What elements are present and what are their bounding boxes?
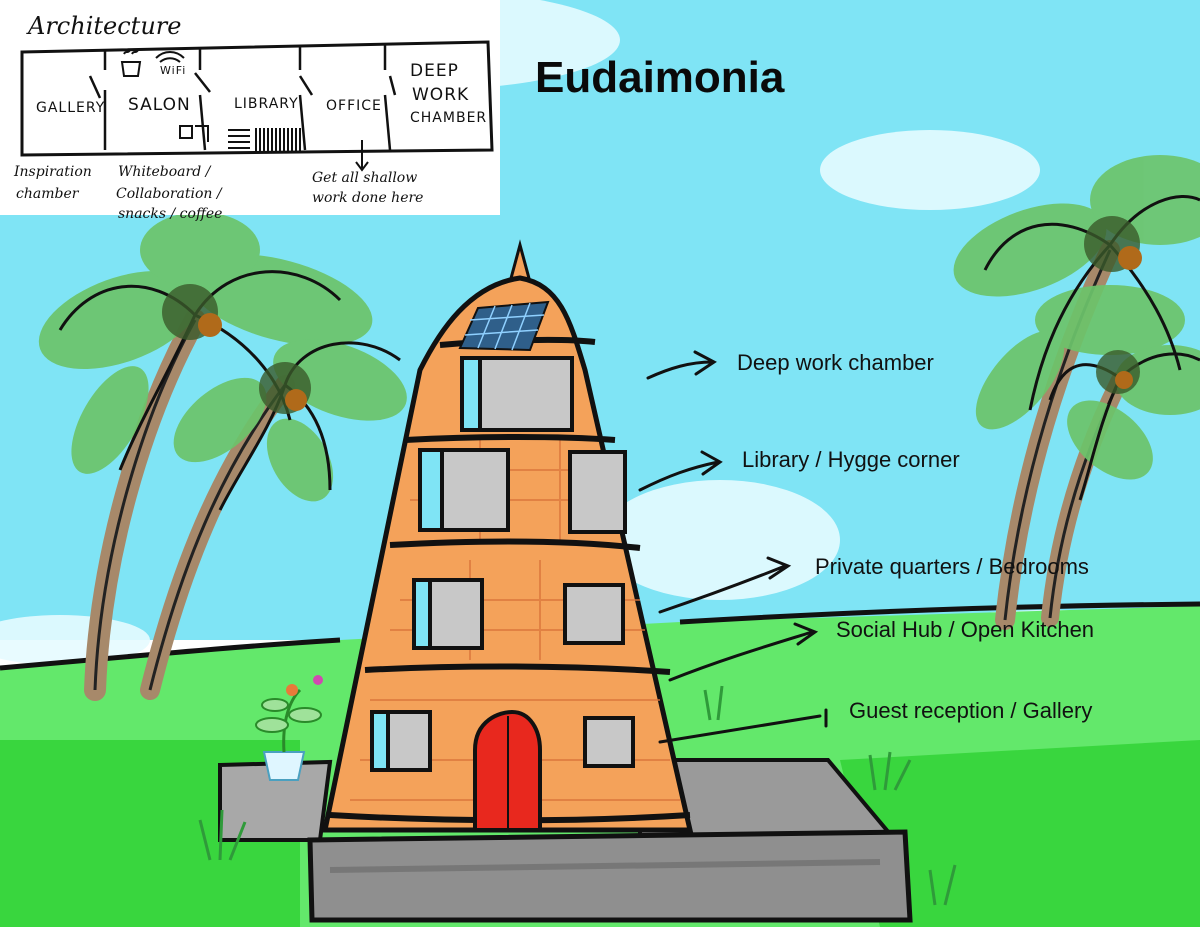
callout-library: Library / Hygge corner	[742, 447, 960, 472]
wifi-label: WiFi	[160, 64, 186, 77]
palm-tree-right	[953, 155, 1200, 630]
room-salon-label: SALON	[128, 95, 191, 115]
callout-deep-work-chamber: Deep work chamber	[737, 350, 934, 375]
note-shallow-1: Get all shallow	[312, 170, 417, 186]
room-office-label: OFFICE	[326, 98, 382, 114]
note-whiteboard-2: Collaboration /	[116, 186, 223, 202]
coffee-icon	[120, 49, 142, 77]
callout-guest-reception: Guest reception / Gallery	[849, 698, 1092, 723]
potted-plant	[255, 675, 323, 781]
note-inspiration-2: chamber	[16, 186, 80, 202]
room-deep-label: DEEP	[410, 61, 459, 81]
wifi-icon	[155, 51, 185, 63]
tower	[321, 239, 694, 833]
page-title: Eudaimonia	[535, 53, 785, 102]
note-whiteboard-1: Whiteboard /	[118, 164, 212, 180]
room-gallery-label: GALLERY	[36, 100, 105, 116]
room-chamber-label: CHAMBER	[410, 110, 487, 126]
windows	[370, 356, 635, 772]
note-inspiration-1: Inspiration	[13, 164, 92, 180]
room-work-label: WORK	[412, 85, 469, 105]
callout-arrows	[638, 350, 828, 744]
grass-tufts	[198, 685, 957, 906]
architecture-plan: Architecture GALLERY SALON LIBRARY OFFIC…	[0, 0, 500, 222]
bookshelf-icon	[228, 128, 301, 152]
plinth	[218, 758, 913, 923]
note-shallow-2: work done here	[312, 190, 423, 206]
palm-tree-left	[38, 212, 407, 701]
arrow-down-icon	[355, 140, 369, 172]
whiteboard-icon	[179, 125, 209, 142]
callout-social-hub: Social Hub / Open Kitchen	[836, 617, 1094, 642]
callout-private-quarters: Private quarters / Bedrooms	[815, 554, 1089, 579]
room-library-label: LIBRARY	[234, 96, 299, 112]
solar-panel-icon	[458, 300, 550, 352]
note-whiteboard-3: snacks / coffee	[118, 206, 222, 222]
architecture-heading: Architecture	[26, 12, 181, 40]
